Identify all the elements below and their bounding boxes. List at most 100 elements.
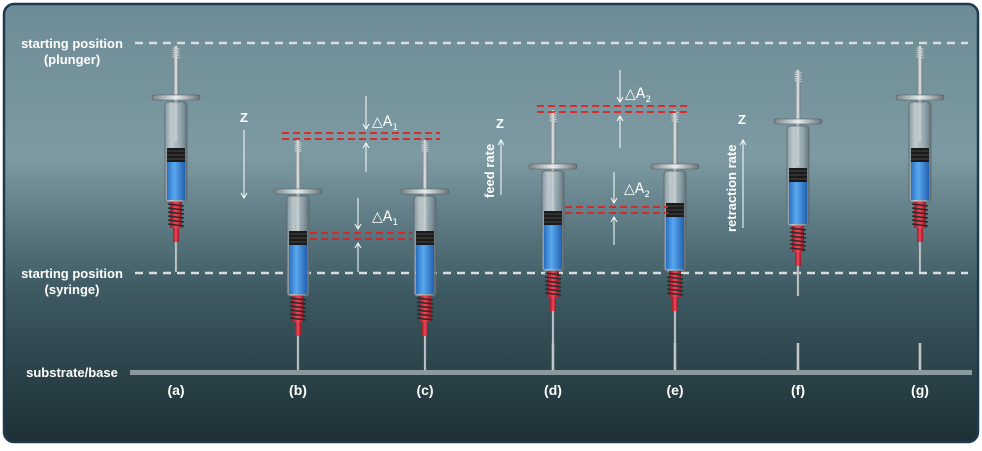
luer-coil xyxy=(911,207,929,211)
plunger-thread xyxy=(794,73,802,76)
deposit-column xyxy=(673,343,677,370)
plunger-thread xyxy=(671,115,679,118)
plunger-thread xyxy=(172,56,180,59)
plunger-thread xyxy=(671,118,679,121)
plunger-thread xyxy=(294,141,302,144)
luer-coil xyxy=(666,276,684,280)
luer-coil xyxy=(289,297,307,301)
luer-coil xyxy=(416,301,434,305)
plunger-thread xyxy=(549,115,557,118)
delta-a1-top-label: △A1 xyxy=(372,114,398,133)
luer-coil xyxy=(911,223,929,227)
fluid xyxy=(666,217,684,269)
luer-coil xyxy=(544,292,562,296)
delta-a1-top-text: △A xyxy=(372,114,393,130)
delta-a1-mid-label: △A1 xyxy=(372,209,398,228)
luer-coil xyxy=(289,301,307,305)
panel-label-c: (c) xyxy=(416,382,434,398)
plunger-thread xyxy=(549,113,557,116)
substrate-label: substrate/base xyxy=(26,365,118,380)
plunger-thread xyxy=(421,145,429,148)
syringe-b xyxy=(273,140,323,370)
luer-coil xyxy=(789,235,807,239)
delta-a1-mid-text: △A xyxy=(372,209,393,225)
luer-coil xyxy=(911,215,929,219)
syringe-e xyxy=(650,110,700,370)
plunger-thread xyxy=(294,148,302,151)
luer-coil xyxy=(789,243,807,247)
delta-a2-mid-sub: 2 xyxy=(644,189,651,200)
plunger-start-label: starting position (plunger) xyxy=(6,36,138,68)
fluid xyxy=(167,162,185,200)
delta-a2-top-arrow-down-head xyxy=(616,96,624,103)
delta-a2-mid-arrow-up-head xyxy=(610,216,618,223)
plunger-rod xyxy=(550,110,556,211)
luer-coil xyxy=(666,284,684,288)
plunger-thread xyxy=(172,54,180,57)
plunger-thread xyxy=(916,51,924,54)
deposit-column xyxy=(918,343,922,370)
luer-coil xyxy=(416,297,434,301)
luer-coil xyxy=(789,239,807,243)
luer-coil xyxy=(416,317,434,321)
plunger-thread xyxy=(421,150,429,153)
plunger-thread xyxy=(916,54,924,57)
luer-coil xyxy=(544,284,562,288)
plunger-rod xyxy=(173,46,179,142)
needle xyxy=(174,242,178,272)
needle-hub xyxy=(295,322,301,336)
plunger-thread xyxy=(294,145,302,148)
delta-a2-top-arrow-up-head xyxy=(616,115,624,122)
syringe-g xyxy=(895,46,945,272)
luer-coil xyxy=(167,223,185,227)
plunger-rod xyxy=(672,110,678,211)
delta-a1-mid-arrow-down-head xyxy=(354,223,362,230)
plunger-thread xyxy=(916,47,924,50)
plunger-thread xyxy=(172,49,180,52)
syringe-a xyxy=(151,46,201,272)
fluid xyxy=(289,245,307,294)
luer-coil xyxy=(289,305,307,309)
fluid xyxy=(789,182,807,224)
deposit-d xyxy=(551,343,555,370)
z-label-3: Z xyxy=(738,112,746,127)
deposit-e xyxy=(673,343,677,370)
luer-coil xyxy=(666,280,684,284)
luer-coil xyxy=(289,309,307,313)
plunger-thread xyxy=(294,143,302,146)
luer-coil xyxy=(666,292,684,296)
syringe-d xyxy=(528,110,578,370)
luer-coil xyxy=(544,288,562,292)
plunger-thread xyxy=(916,49,924,52)
feed-rate-label: feed rate xyxy=(482,143,497,198)
deposit-column xyxy=(551,343,555,370)
fluid xyxy=(416,245,434,294)
plunger-thread xyxy=(421,148,429,151)
luer-coil xyxy=(289,317,307,321)
needle-hub xyxy=(422,322,428,336)
plunger-start-label-line2: (plunger) xyxy=(43,52,101,67)
luer-coil xyxy=(544,276,562,280)
needle xyxy=(296,336,300,370)
needle-hub xyxy=(173,228,179,242)
plunger-rod xyxy=(917,46,923,142)
background-panel xyxy=(2,2,980,444)
luer-coil xyxy=(167,219,185,223)
luer-coil xyxy=(416,313,434,317)
z-label-1: Z xyxy=(240,110,248,125)
luer-coil xyxy=(911,219,929,223)
plunger-thread xyxy=(421,141,429,144)
delta-a2-top-label: △A2 xyxy=(625,86,651,105)
luer-coil xyxy=(666,288,684,292)
flange xyxy=(773,118,823,125)
luer-coil xyxy=(911,203,929,207)
luer-coil xyxy=(789,231,807,235)
fluid xyxy=(544,225,562,269)
needle xyxy=(551,311,555,370)
luer-coil xyxy=(167,215,185,219)
luer-coil xyxy=(416,309,434,313)
luer-coil xyxy=(544,280,562,284)
plunger-thread xyxy=(916,56,924,59)
plunger-thread xyxy=(172,51,180,54)
